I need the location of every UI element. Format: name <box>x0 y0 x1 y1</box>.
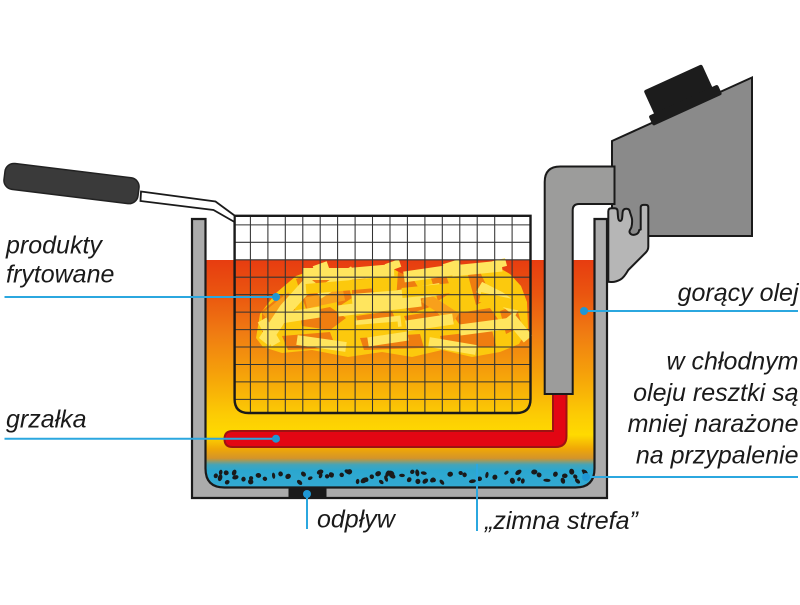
svg-text:„zimna strefa”: „zimna strefa” <box>484 507 639 535</box>
svg-text:odpływ: odpływ <box>317 506 397 534</box>
svg-text:w chłodnym: w chłodnym <box>667 348 799 376</box>
svg-text:gorący olej: gorący olej <box>678 279 800 307</box>
svg-text:grzałka: grzałka <box>6 406 87 434</box>
svg-text:oleju resztki są: oleju resztki są <box>633 379 798 407</box>
svg-text:na przypalenie: na przypalenie <box>636 442 799 470</box>
svg-text:produkty: produkty <box>5 232 103 260</box>
svg-text:frytowane: frytowane <box>6 261 114 289</box>
svg-text:mniej narażone: mniej narażone <box>628 410 799 438</box>
